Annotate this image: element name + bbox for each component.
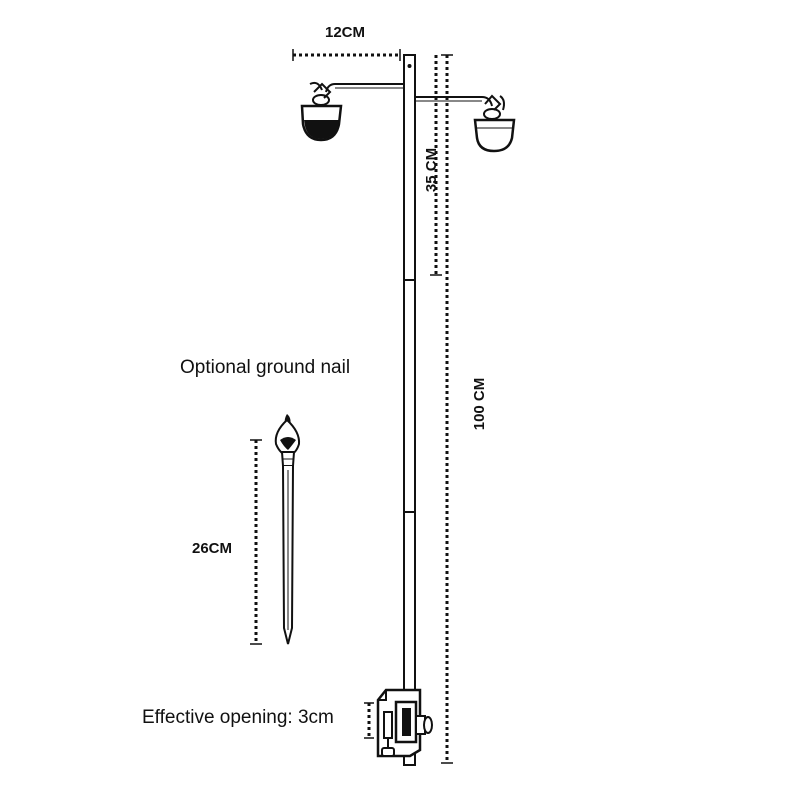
- right-arm: [415, 96, 493, 107]
- left-arm: [325, 83, 404, 93]
- clamp-opening-label: Effective opening: 3cm: [142, 707, 334, 728]
- pole-height-label: 100 CM: [471, 378, 488, 431]
- arm-drop-label: 35 CM: [423, 148, 440, 192]
- dimension-arm-length: 12CM: [292, 24, 401, 61]
- dimension-arm-drop: 35 CM: [423, 55, 442, 276]
- dimension-pole-height: 100 CM: [441, 54, 488, 764]
- ground-nail-icon: [274, 414, 301, 645]
- table-clamp-icon: [376, 688, 433, 758]
- left-lantern-icon: [300, 81, 343, 142]
- arm-length-label: 12CM: [325, 24, 365, 41]
- right-lantern-icon: [473, 94, 516, 153]
- dimension-clamp-opening: [364, 702, 374, 739]
- dimension-nail-length: 26CM: [192, 439, 262, 645]
- main-pole: [403, 54, 416, 766]
- nail-length-label: 26CM: [192, 540, 232, 557]
- ground-nail-label: Optional ground nail: [180, 357, 350, 378]
